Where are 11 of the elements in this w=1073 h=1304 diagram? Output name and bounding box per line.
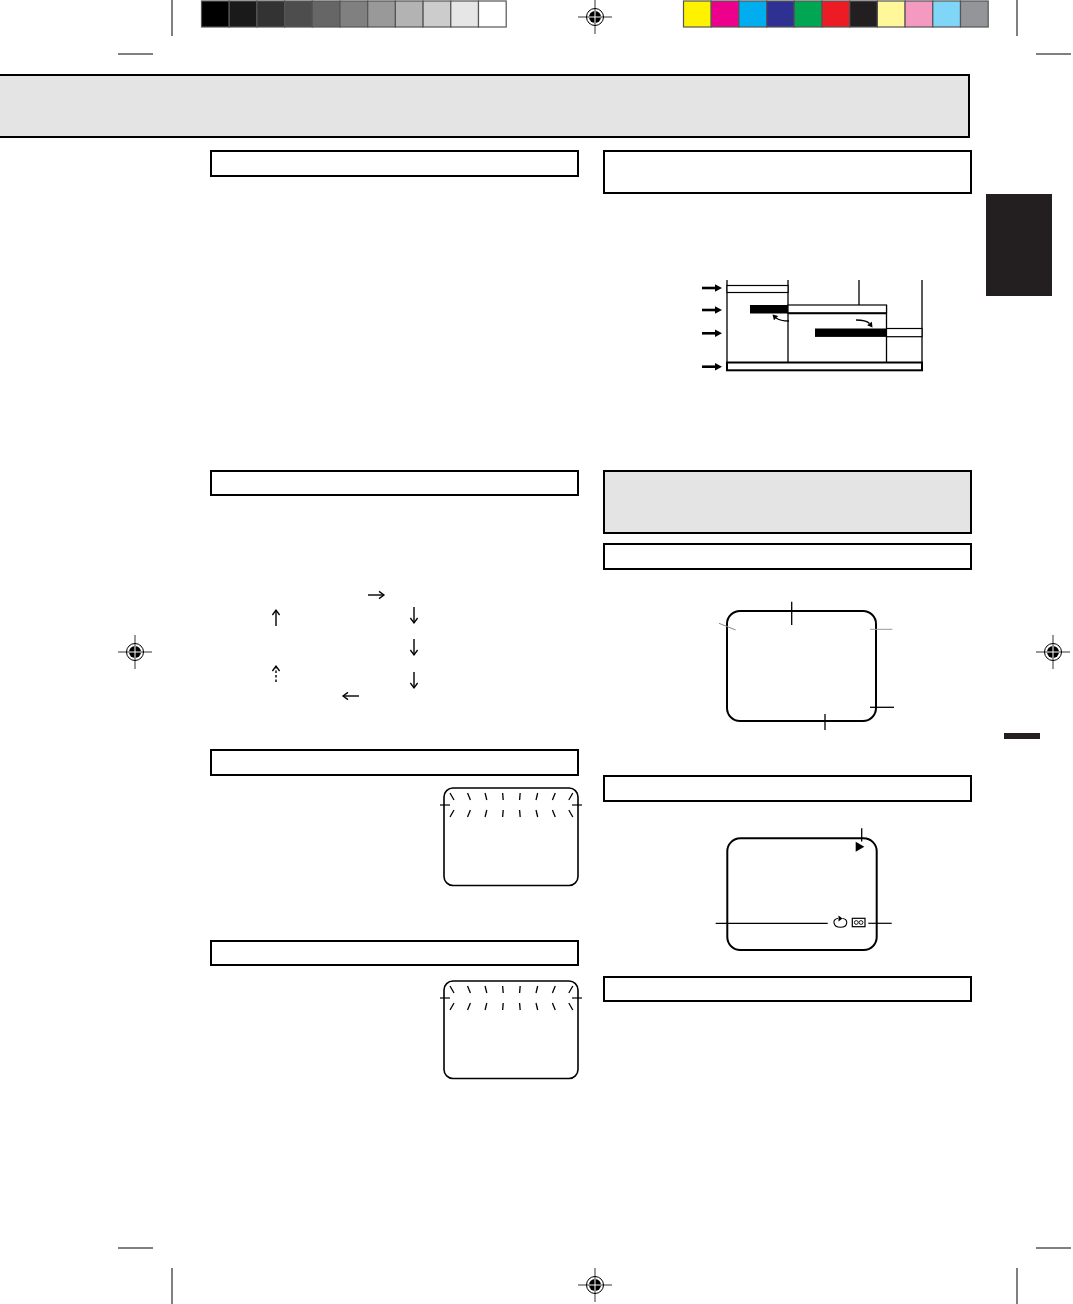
heading-box — [210, 469, 579, 496]
side-tab — [986, 194, 1052, 296]
heading-box — [210, 939, 579, 966]
heading-box — [210, 749, 579, 776]
heading-box — [602, 774, 972, 802]
heading-box — [602, 975, 972, 1002]
heading-box — [210, 150, 579, 177]
note-panel — [602, 469, 972, 534]
header-band — [0, 74, 970, 138]
heading-box — [602, 542, 972, 570]
heading-box — [602, 149, 972, 194]
